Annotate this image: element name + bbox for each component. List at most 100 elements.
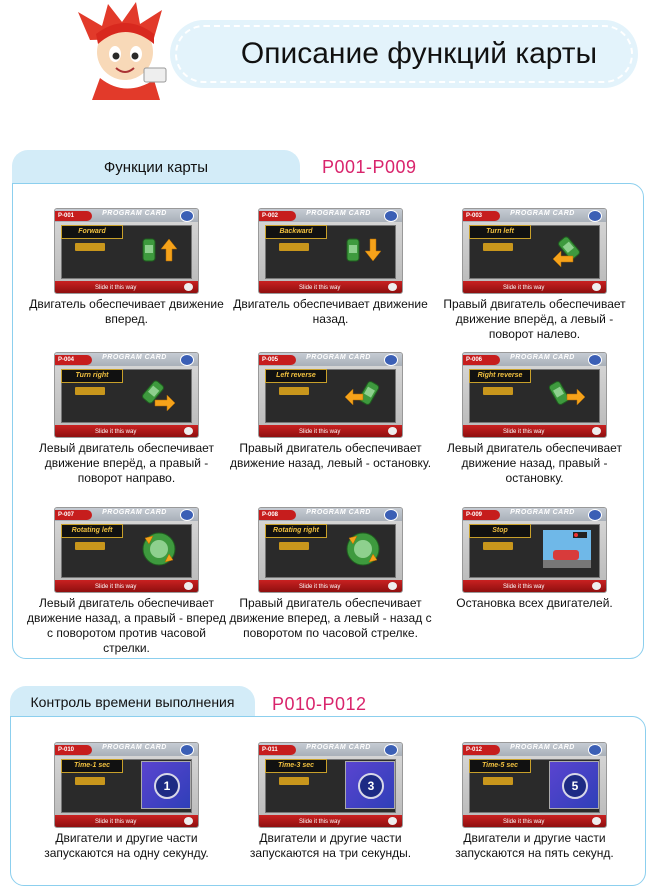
card-number: P-009: [463, 510, 500, 520]
arrow-up-icon: [142, 238, 178, 262]
brand-logo-icon: [588, 210, 602, 222]
slide-hint: Slide it this way: [299, 429, 341, 435]
program-card-image: P-009 PROGRAM CARD Stop Slide it this wa…: [462, 507, 607, 593]
timer-number: 1: [154, 773, 180, 799]
right-reverse-icon: [548, 381, 586, 406]
card-command-label: Forward: [61, 225, 123, 239]
brand-logo-icon: [180, 509, 194, 521]
card-number: P-002: [259, 211, 296, 221]
brand-logo-icon: [588, 744, 602, 756]
slide-hint: Slide it this way: [503, 285, 545, 291]
slide-hint: Slide it this way: [95, 584, 137, 590]
program-card-item: P-001 PROGRAM CARD Forward Slide it this…: [24, 208, 229, 327]
card-header-text: PROGRAM CARD: [510, 354, 575, 361]
program-card-image: P-008 PROGRAM CARD Rotating right Slide …: [258, 507, 403, 593]
timer-number: 3: [358, 773, 384, 799]
timer-number: 5: [562, 773, 588, 799]
card-header-text: PROGRAM CARD: [306, 210, 371, 217]
section-code: P001-P009: [322, 157, 417, 177]
card-command-label: Turn left: [469, 225, 531, 239]
program-card-image: P-007 PROGRAM CARD Rotating left Slide i…: [54, 507, 199, 593]
timer-icon: 3: [345, 761, 395, 809]
disc-icon: [388, 283, 397, 291]
timer-icon: 1: [141, 761, 191, 809]
card-command-label: Time-1 sec: [61, 759, 123, 773]
card-header-text: PROGRAM CARD: [306, 509, 371, 516]
program-card-image: P-011 PROGRAM CARD Time-3 sec 3 Slide it…: [258, 742, 403, 828]
card-description: Правый двигатель обеспечивает движение н…: [229, 441, 432, 470]
card-description: Правый двигатель обеспечивает движение в…: [229, 596, 432, 640]
disc-icon: [592, 582, 601, 590]
disc-icon: [388, 582, 397, 590]
brand-logo-icon: [588, 354, 602, 366]
program-card-item: P-008 PROGRAM CARD Rotating right Slide …: [228, 507, 433, 641]
slide-hint: Slide it this way: [299, 584, 341, 590]
disc-icon: [592, 283, 601, 291]
card-command-label: Turn right: [61, 369, 123, 383]
timer-icon: 5: [549, 761, 599, 809]
card-number: P-006: [463, 355, 500, 365]
brand-logo-icon: [588, 509, 602, 521]
card-command-label: Backward: [265, 225, 327, 239]
page-title: Описание функций карты: [240, 37, 598, 70]
card-command-label: Left reverse: [265, 369, 327, 383]
disc-icon: [388, 427, 397, 435]
arrow-down-icon: [346, 238, 382, 262]
card-number: P-007: [55, 510, 92, 520]
slide-hint: Slide it this way: [503, 819, 545, 825]
card-number: P-004: [55, 355, 92, 365]
card-header-text: PROGRAM CARD: [102, 210, 167, 217]
program-card-item: P-010 PROGRAM CARD Time-1 sec 1 Slide it…: [24, 742, 229, 861]
card-number: P-010: [55, 745, 92, 755]
slide-hint: Slide it this way: [95, 429, 137, 435]
card-command-label: Rotating right: [265, 524, 327, 538]
brand-logo-icon: [384, 744, 398, 756]
program-card-item: P-005 PROGRAM CARD Left reverse Slide it…: [228, 352, 433, 471]
program-card-item: P-003 PROGRAM CARD Turn left Slide it th…: [432, 208, 637, 342]
card-header-text: PROGRAM CARD: [510, 744, 575, 751]
card-number: P-011: [259, 745, 296, 755]
program-card-item: P-009 PROGRAM CARD Stop Slide it this wa…: [432, 507, 637, 611]
brand-logo-icon: [384, 509, 398, 521]
brand-logo-icon: [384, 210, 398, 222]
card-description: Двигатели и другие части запускаются на …: [455, 831, 614, 860]
slide-hint: Slide it this way: [95, 819, 137, 825]
card-command-label: Time-5 sec: [469, 759, 531, 773]
turn-right-icon: [142, 380, 176, 412]
card-description: Двигатель обеспечивает движение назад.: [233, 297, 428, 326]
card-description: Двигатели и другие части запускаются на …: [249, 831, 412, 860]
turn-left-icon: [552, 236, 580, 268]
card-description: Двигатели и другие части запускаются на …: [44, 831, 209, 860]
stop-car-icon: [543, 530, 591, 568]
brand-logo-icon: [180, 210, 194, 222]
card-header-text: PROGRAM CARD: [510, 210, 575, 217]
program-card-image: P-003 PROGRAM CARD Turn left Slide it th…: [462, 208, 607, 294]
card-command-label: Right reverse: [469, 369, 531, 383]
card-number: P-003: [463, 211, 500, 221]
card-header-text: PROGRAM CARD: [102, 354, 167, 361]
brand-logo-icon: [180, 354, 194, 366]
brand-logo-icon: [384, 354, 398, 366]
program-card-image: P-010 PROGRAM CARD Time-1 sec 1 Slide it…: [54, 742, 199, 828]
title-banner: Описание функций карты: [170, 20, 638, 88]
program-card-item: P-004 PROGRAM CARD Turn right Slide it t…: [24, 352, 229, 486]
program-card-image: P-004 PROGRAM CARD Turn right Slide it t…: [54, 352, 199, 438]
disc-icon: [388, 817, 397, 825]
mascot-logo: [78, 2, 167, 100]
card-description: Правый двигатель обеспечивает движение в…: [443, 297, 626, 341]
disc-icon: [184, 427, 193, 435]
program-card-item: P-011 PROGRAM CARD Time-3 sec 3 Slide it…: [228, 742, 433, 861]
disc-icon: [592, 427, 601, 435]
disc-icon: [592, 817, 601, 825]
slide-hint: Slide it this way: [299, 285, 341, 291]
slide-hint: Slide it this way: [503, 429, 545, 435]
card-description: Остановка всех двигателей.: [456, 596, 613, 610]
card-header-text: PROGRAM CARD: [306, 744, 371, 751]
section-tab-timing: Контроль времени выполнения: [10, 686, 255, 720]
card-number: P-012: [463, 745, 500, 755]
card-command-label: Stop: [469, 524, 531, 538]
card-number: P-008: [259, 510, 296, 520]
card-description: Левый двигатель обеспечивает движение вп…: [39, 441, 214, 485]
program-card-image: P-001 PROGRAM CARD Forward Slide it this…: [54, 208, 199, 294]
card-header-text: PROGRAM CARD: [102, 509, 167, 516]
